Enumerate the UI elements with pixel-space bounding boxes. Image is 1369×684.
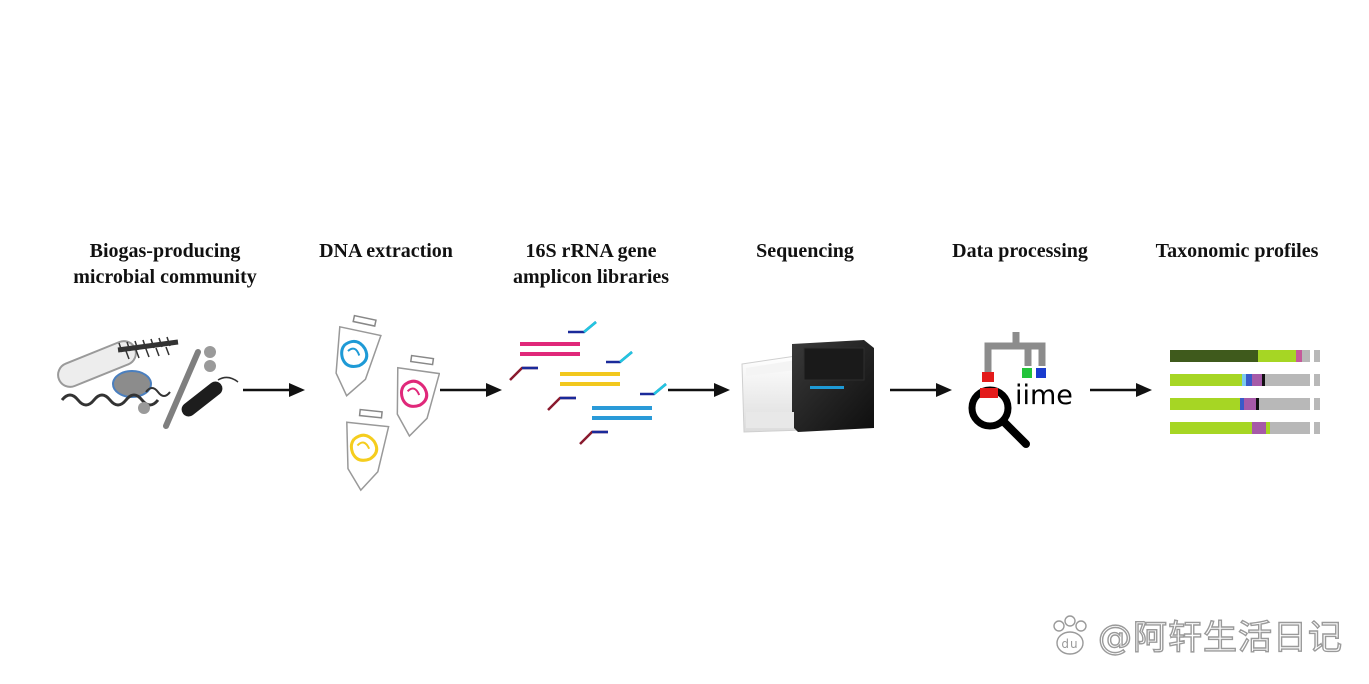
sequencer-machine-icon <box>741 340 874 433</box>
amplicon-libraries-illustration <box>509 321 667 445</box>
step-label-data-processing: Data processing <box>952 240 1088 262</box>
magnifier-icon <box>968 386 1030 448</box>
profile-bar-2 <box>1170 374 1320 386</box>
microbial-community-illustration <box>57 336 239 429</box>
amplicon-bar-blue <box>592 406 652 420</box>
step-label-taxonomic-profiles: Taxonomic profiles <box>1155 240 1319 262</box>
coccus-bacterium-icon <box>112 370 152 398</box>
profile-bar-1 <box>1170 350 1320 362</box>
taxonomic-profiles-illustration <box>1170 350 1320 434</box>
step-label-dna-extraction: DNA extraction <box>319 240 453 262</box>
arrow-icon <box>668 383 730 397</box>
arrow-icon <box>1090 383 1152 397</box>
small-cocci-icon <box>138 346 216 414</box>
dna-extraction-illustration <box>335 314 440 492</box>
step-label-sequencing: Sequencing <box>756 240 854 262</box>
qiime-logo-text: iime <box>1015 380 1073 411</box>
qiime-logo: iime <box>968 332 1073 448</box>
microtube-blue-icon <box>335 314 382 397</box>
watermark: du @阿轩生活日记 <box>1048 610 1343 659</box>
filament-bacterium-icon <box>163 349 201 429</box>
microtube-yellow-icon <box>346 408 390 492</box>
primer-maroon <box>509 366 608 445</box>
spirochete-icon <box>60 387 171 407</box>
arrow-icon <box>890 383 952 397</box>
flagellated-bacterium-icon <box>117 336 179 360</box>
arrow-icon <box>243 383 305 397</box>
dark-rod-bacterium-icon <box>181 376 239 417</box>
watermark-badge: du <box>1061 637 1078 651</box>
profile-bar-3 <box>1170 398 1320 410</box>
amplicon-bar-yellow <box>560 372 620 386</box>
amplicon-bar-magenta <box>520 342 580 356</box>
watermark-text: @阿轩生活日记 <box>1097 617 1343 658</box>
paw-logo-icon: du <box>1053 614 1087 655</box>
step-label-amplicon-libraries: 16S rRNA gene amplicon libraries <box>512 240 670 288</box>
qiime-tree-icon <box>982 332 1046 382</box>
profile-bar-4 <box>1170 422 1320 434</box>
primer-cyan <box>568 321 667 396</box>
arrow-icon <box>440 383 502 397</box>
microtube-pink-icon <box>396 354 440 438</box>
step-label-microbial-community: Biogas-producing microbial community <box>73 240 257 288</box>
